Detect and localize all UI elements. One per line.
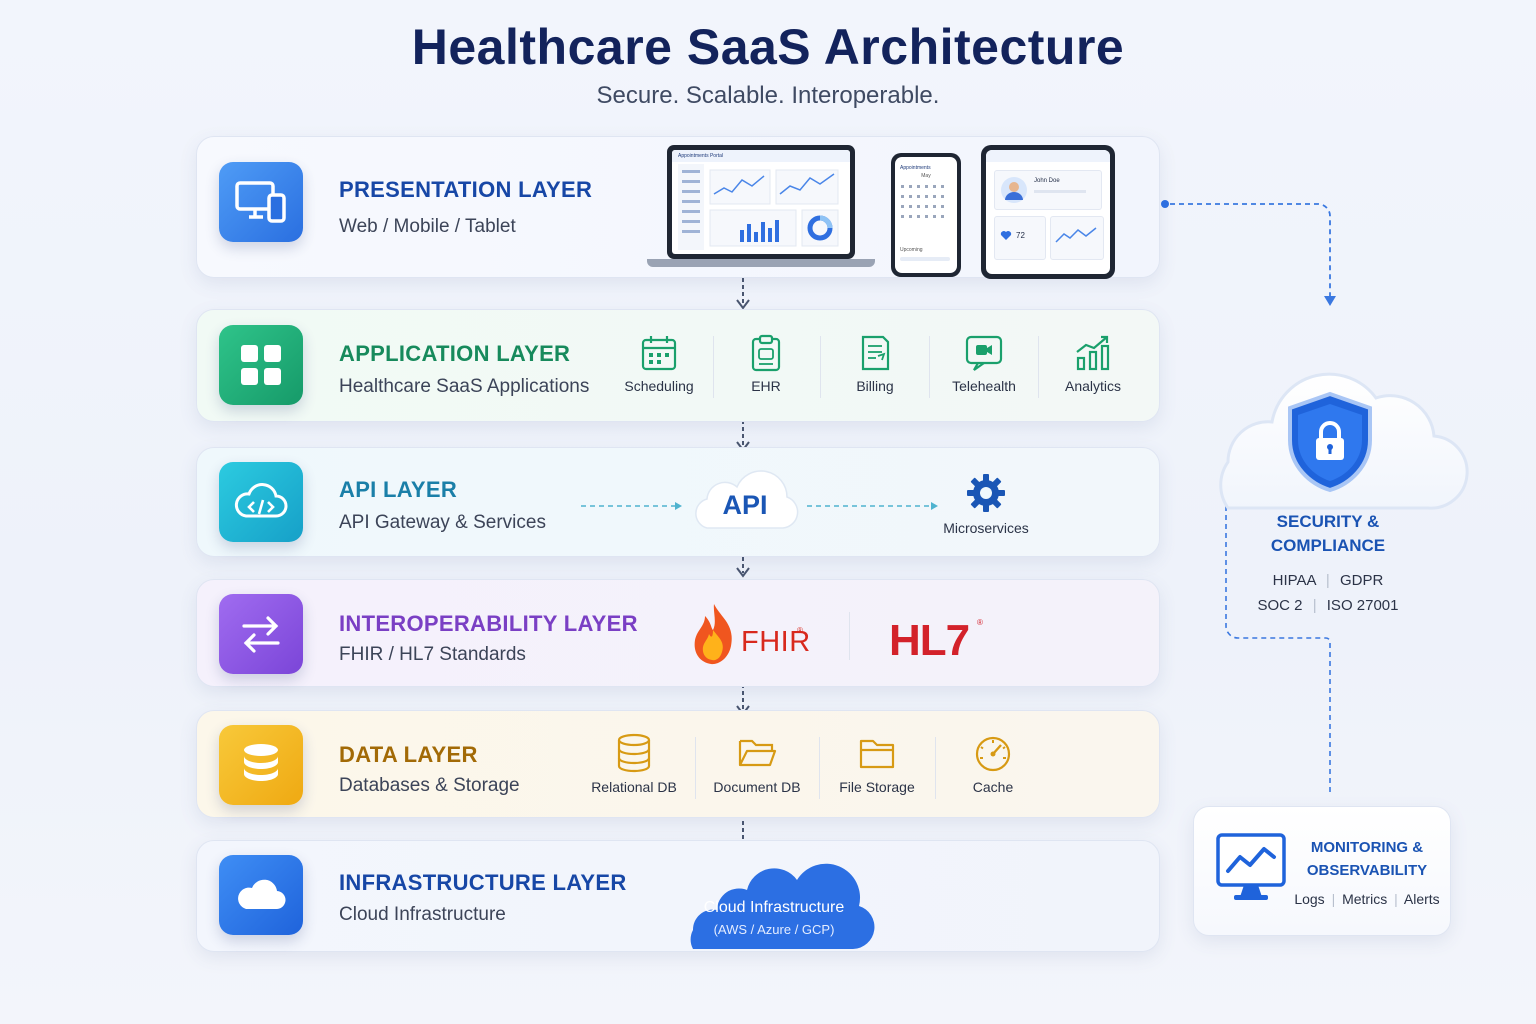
data-item-label: Document DB	[713, 779, 801, 795]
tablet-patient-name: John Doe	[1034, 178, 1060, 184]
security-to-monitoring-connector	[1225, 506, 1331, 796]
app-item-label: Scheduling	[624, 378, 694, 394]
layer-subtitle: Databases & Storage	[339, 775, 520, 796]
application-layer[interactable]: APPLICATION LAYER Healthcare SaaS Applic…	[196, 309, 1160, 422]
cloud-infrastructure-providers: (AWS / Azure / GCP)	[713, 922, 835, 937]
layer-title: API LAYER	[339, 477, 458, 502]
layer-title: PRESENTATION LAYER	[339, 177, 593, 202]
shield-lock-icon	[1288, 391, 1372, 493]
fhir-logo: FHIR ®	[691, 602, 821, 666]
compliance-soc2: SOC 2	[1257, 597, 1303, 614]
compliance-row-2: SOC 2 | ISO 27001	[1257, 597, 1399, 614]
api-gateway-cloud[interactable]: API	[687, 464, 803, 534]
folder-open-icon	[738, 739, 777, 767]
gauge-icon	[975, 736, 1011, 772]
monitoring-title-line1: MONITORING &	[1310, 839, 1424, 856]
bar-chart-icon	[1076, 335, 1110, 371]
clipboard-icon	[751, 334, 781, 372]
infrastructure-layer[interactable]: INFRASTRUCTURE LAYER Cloud Infrastructur…	[196, 840, 1160, 952]
app-item-label: Billing	[856, 378, 894, 394]
data-item-document-db[interactable]: Document DB	[705, 733, 809, 795]
data-item-label: Relational DB	[591, 779, 677, 795]
app-item-scheduling[interactable]: Scheduling	[609, 334, 709, 394]
phone-mockup: Appointments May Upcoming	[891, 153, 961, 277]
app-item-telehealth[interactable]: Telehealth	[934, 334, 1034, 394]
monitoring-title-line2: OBSERVABILITY	[1306, 862, 1428, 879]
phone-month: May	[921, 173, 931, 179]
compliance-hipaa: HIPAA	[1272, 572, 1316, 589]
monitor-chart-icon	[1216, 833, 1286, 900]
tablet-heart-rate: 72	[1016, 231, 1025, 240]
api-flow-in-arrow	[581, 502, 682, 510]
api-flow-out-arrow	[807, 502, 938, 510]
app-item-ehr[interactable]: EHR	[716, 334, 816, 394]
app-item-label: EHR	[751, 378, 781, 394]
cloud-icon	[219, 855, 303, 935]
security-title-line1: SECURITY &	[1276, 512, 1380, 531]
cloud-code-icon	[219, 462, 303, 542]
cloud-infrastructure-badge[interactable]: Cloud Infrastructure (AWS / Azure / GCP)	[671, 849, 877, 951]
app-item-analytics[interactable]: Analytics	[1043, 334, 1143, 394]
interoperability-layer[interactable]: INTEROPERABILITY LAYER FHIR / HL7 Standa…	[196, 579, 1160, 687]
microservices-label: Microservices	[943, 520, 1029, 536]
page-subtitle: Secure. Scalable. Interoperable.	[596, 82, 940, 109]
grid-apps-icon	[219, 325, 303, 405]
flame-icon	[694, 604, 732, 665]
devices-icon	[219, 162, 303, 242]
monitoring-metrics: Metrics	[1342, 891, 1388, 907]
data-item-cache[interactable]: Cache	[943, 733, 1043, 795]
layer-title: INTEROPERABILITY LAYER	[339, 611, 638, 636]
data-item-label: Cache	[972, 779, 1014, 795]
phone-header: Appointments	[900, 165, 931, 171]
gear-icon	[967, 474, 1005, 512]
monitoring-observability-panel[interactable]: MONITORING & OBSERVABILITY Logs | Metric…	[1193, 806, 1451, 936]
compliance-iso27001: ISO 27001	[1326, 597, 1399, 614]
data-item-relational-db[interactable]: Relational DB	[581, 733, 687, 795]
data-layer[interactable]: DATA LAYER Databases & Storage Relationa…	[196, 710, 1160, 818]
calendar-icon	[641, 336, 677, 371]
invoice-icon	[861, 335, 890, 371]
security-title-line2: COMPLIANCE	[1270, 536, 1386, 555]
presentation-layer[interactable]: PRESENTATION LAYER Web / Mobile / Tablet…	[196, 136, 1160, 279]
compliance-row-1: HIPAA | GDPR	[1272, 572, 1384, 589]
arrow-presentation-to-application	[736, 278, 750, 310]
tablet-mockup: John Doe 72	[981, 145, 1115, 279]
app-item-billing[interactable]: Billing	[825, 334, 925, 394]
fhir-text: FHIR	[741, 626, 811, 658]
layer-subtitle: FHIR / HL7 Standards	[339, 644, 526, 665]
layer-subtitle: Web / Mobile / Tablet	[339, 216, 516, 237]
database-stack-icon	[219, 725, 303, 805]
cloud-infrastructure-title: Cloud Infrastructure	[703, 899, 845, 916]
arrow-api-to-interop	[736, 536, 750, 578]
database-icon	[617, 733, 651, 773]
presentation-to-security-connector	[1161, 200, 1336, 306]
layer-title: INFRASTRUCTURE LAYER	[339, 870, 627, 895]
layer-title: APPLICATION LAYER	[339, 341, 571, 366]
folder-icon	[859, 739, 895, 769]
microservices-item[interactable]: Microservices	[931, 472, 1041, 536]
hl7-logo: HL7 ®	[889, 616, 989, 666]
layer-subtitle: Cloud Infrastructure	[339, 904, 506, 925]
monitoring-alerts: Alerts	[1403, 891, 1440, 907]
monitoring-items: Logs | Metrics | Alerts	[1294, 891, 1440, 907]
layer-subtitle: API Gateway & Services	[339, 512, 546, 533]
data-item-file-storage[interactable]: File Storage	[825, 733, 929, 795]
layer-subtitle: Healthcare SaaS Applications	[339, 376, 590, 397]
phone-footer: Upcoming	[900, 247, 923, 253]
monitoring-logs: Logs	[1294, 891, 1325, 907]
app-item-label: Analytics	[1064, 378, 1122, 394]
laptop-header: Appointments Portal	[672, 150, 850, 162]
video-chat-icon	[965, 335, 1003, 371]
laptop-mockup: Appointments Portal	[647, 145, 875, 273]
api-layer[interactable]: API LAYER API Gateway & Services API Mic…	[196, 447, 1160, 557]
exchange-arrows-icon	[219, 594, 303, 674]
layer-title: DATA LAYER	[339, 742, 478, 767]
security-compliance-panel[interactable]: SECURITY & COMPLIANCE HIPAA | GDPR SOC 2…	[1188, 326, 1472, 626]
hl7-text: HL7	[889, 616, 970, 665]
api-badge-label: API	[722, 490, 768, 520]
page-title: Healthcare SaaS Architecture	[411, 19, 1125, 75]
data-item-label: File Storage	[839, 779, 915, 795]
compliance-gdpr: GDPR	[1339, 572, 1384, 589]
app-item-label: Telehealth	[952, 378, 1016, 394]
